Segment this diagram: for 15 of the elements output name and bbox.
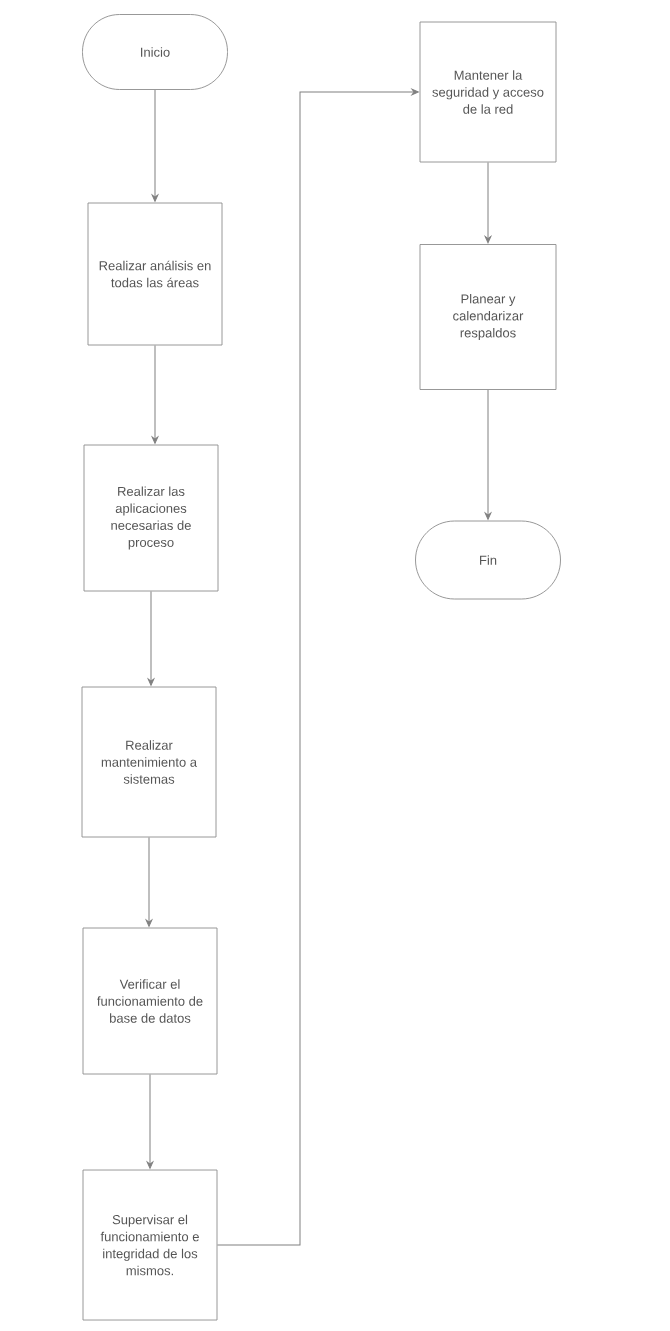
arrow bbox=[216, 88, 419, 1246]
process-box: Realizar análisis en todas las áreas bbox=[87, 202, 223, 346]
process-box: Supervisar el funcionamiento e integridad de los mismos. bbox=[82, 1169, 218, 1321]
arrow bbox=[146, 1073, 154, 1169]
arrow bbox=[147, 590, 155, 686]
arrow bbox=[151, 89, 159, 202]
arrow bbox=[145, 836, 153, 927]
arrow bbox=[484, 161, 492, 244]
arrow bbox=[484, 389, 492, 520]
process-box: Realizar las aplicaciones necesarias de proceso bbox=[83, 444, 219, 592]
process-box: Realizar mantenimiento a sistemas bbox=[81, 686, 217, 838]
process-box: Mantener la seguridad y acceso de la red bbox=[419, 21, 557, 163]
process-box: Verificar el funcionamiento de base de datos bbox=[82, 927, 218, 1075]
process-box: Planear y calendarizar respaldos bbox=[419, 244, 557, 390]
arrow bbox=[151, 344, 159, 444]
